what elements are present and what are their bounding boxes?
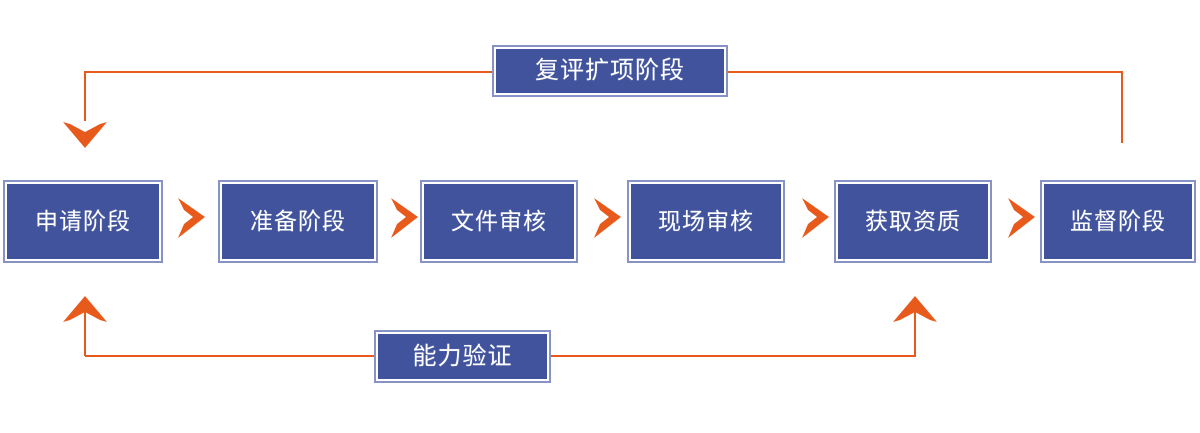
chevron-4-icon <box>802 198 829 238</box>
stage-box-supervise[interactable]: 监督阶段 <box>1040 180 1196 263</box>
stage-label-doc-review: 文件审核 <box>451 208 547 234</box>
bottom-feedback-left-vertical-line <box>84 312 86 356</box>
bottom-feedback-right-vertical-line <box>914 312 916 356</box>
chevron-3-icon <box>594 198 621 238</box>
stage-label-onsite: 现场审核 <box>658 208 754 234</box>
chevron-2-icon <box>391 198 418 238</box>
stage-label-supervise: 监督阶段 <box>1070 208 1166 234</box>
stage-box-prepare[interactable]: 准备阶段 <box>218 180 378 263</box>
stage-box-re-evaluation[interactable]: 复评扩项阶段 <box>492 45 728 97</box>
stage-box-qualify[interactable]: 获取资质 <box>834 180 992 263</box>
stage-label-apply: 申请阶段 <box>35 208 131 234</box>
up-arrowhead-left-icon <box>63 296 107 322</box>
down-arrowhead-icon <box>63 122 107 148</box>
stage-box-onsite[interactable]: 现场审核 <box>627 180 785 263</box>
chevron-1-icon <box>178 198 205 238</box>
up-arrowhead-right-icon <box>893 296 937 322</box>
stage-label-capability-verification: 能力验证 <box>412 342 513 370</box>
stage-label-re-evaluation: 复评扩项阶段 <box>535 57 685 84</box>
stage-label-qualify: 获取资质 <box>865 208 961 234</box>
top-feedback-left-vertical-line <box>84 71 86 121</box>
chevron-5-icon <box>1008 198 1035 238</box>
stage-label-prepare: 准备阶段 <box>250 208 346 234</box>
stage-box-apply[interactable]: 申请阶段 <box>3 180 163 263</box>
stage-box-capability-verification[interactable]: 能力验证 <box>374 330 551 383</box>
top-feedback-right-vertical-line <box>1121 71 1123 143</box>
stage-box-doc-review[interactable]: 文件审核 <box>420 180 578 263</box>
